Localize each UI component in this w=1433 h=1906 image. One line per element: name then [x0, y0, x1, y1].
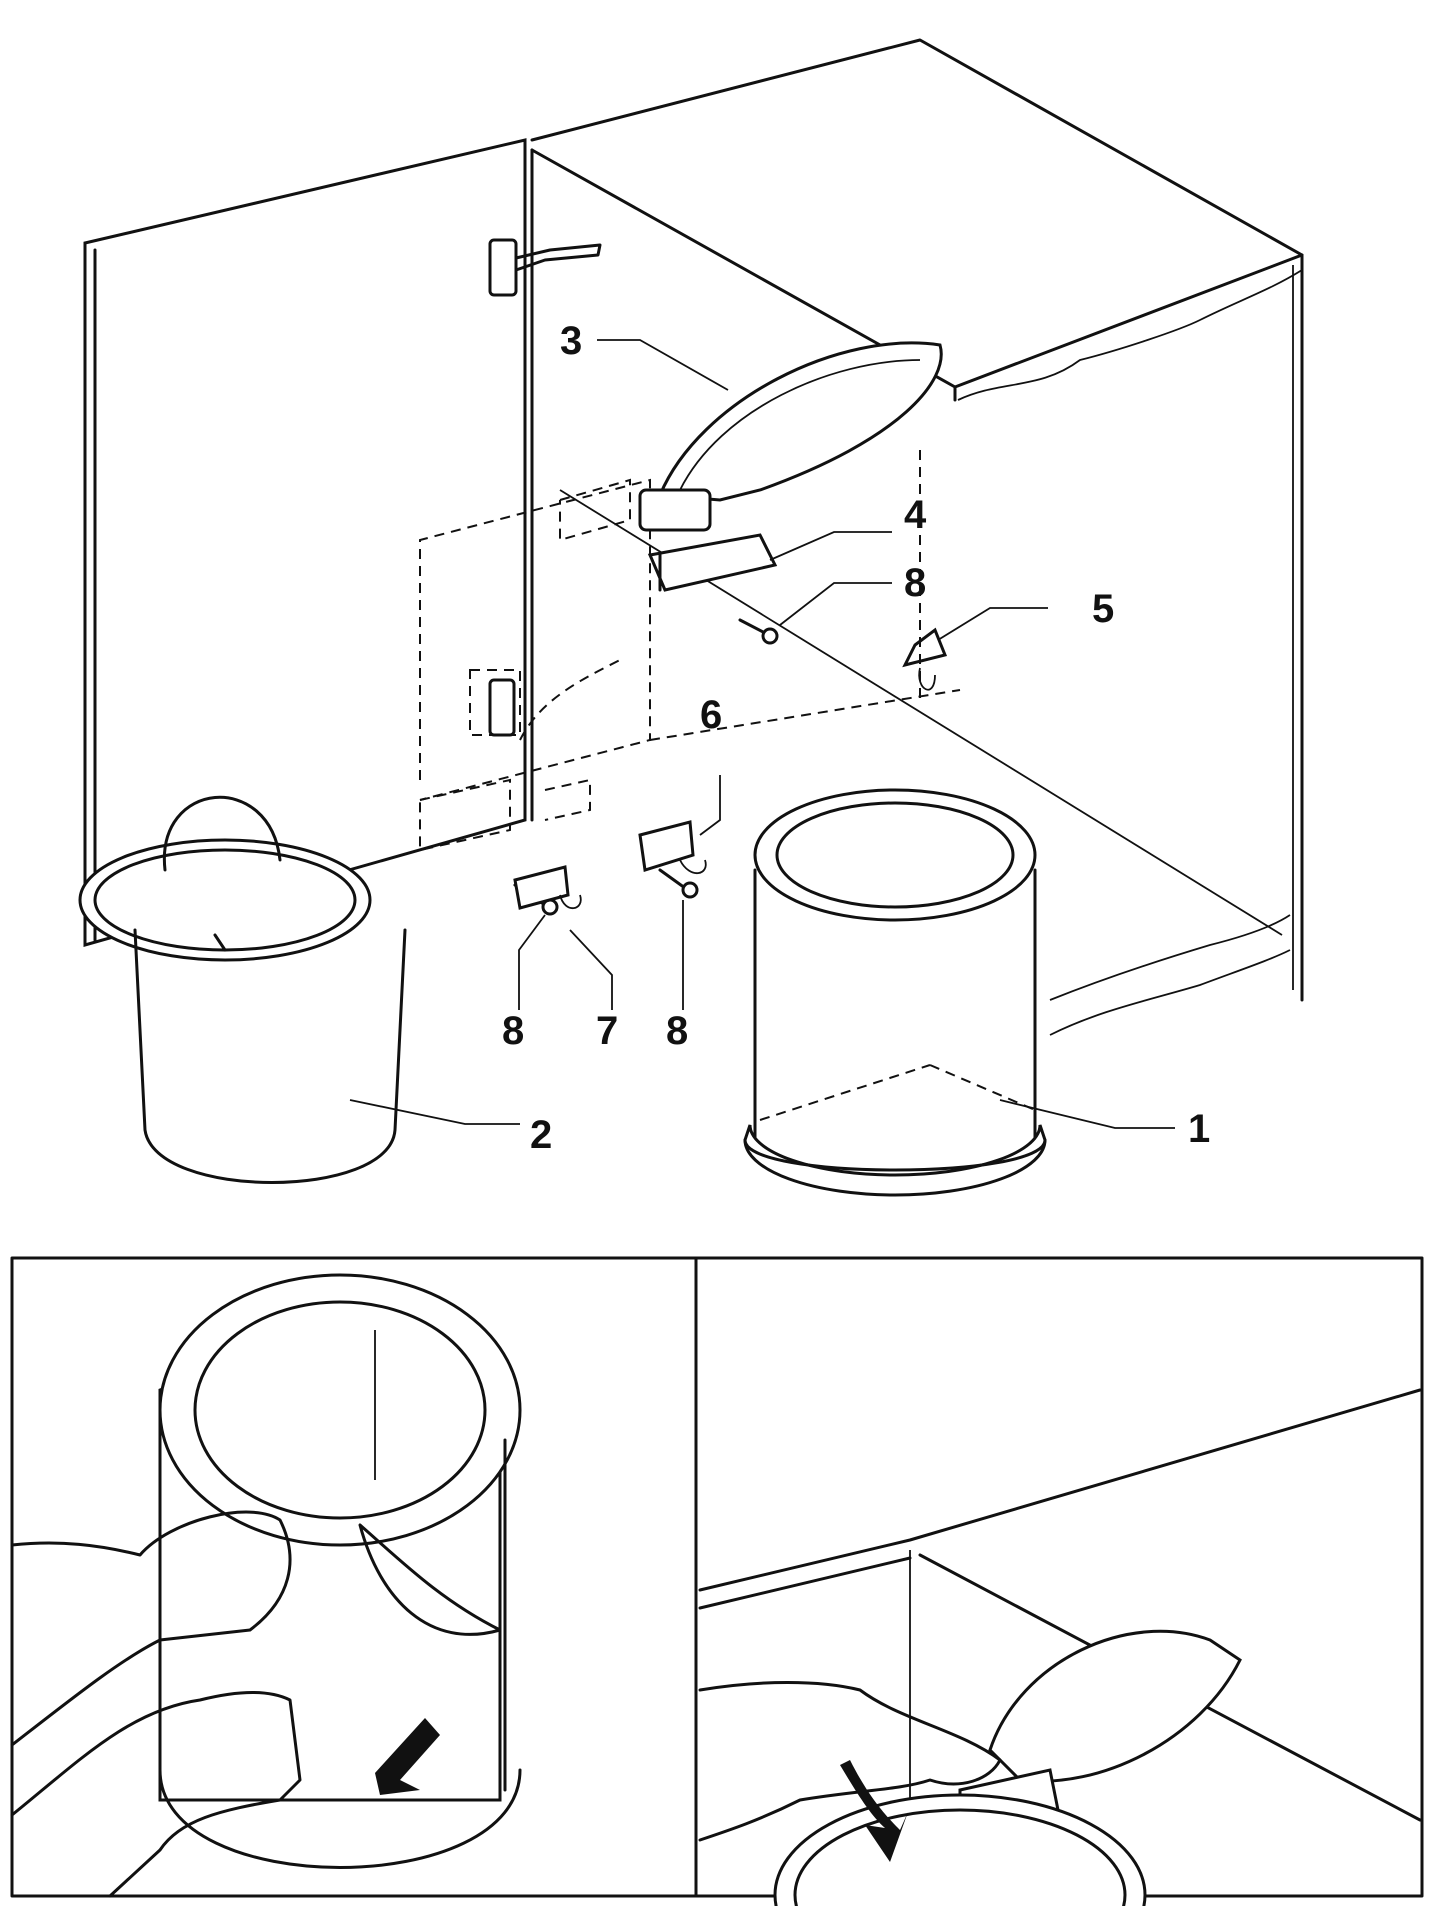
lower-door-hinge — [488, 678, 516, 737]
callout-2: 2 — [530, 1113, 552, 1157]
leader-lines — [349, 339, 1175, 1129]
lid-hinge-bracket — [647, 533, 778, 592]
callout-8b: 8 — [502, 1009, 524, 1053]
callout-8c: 8 — [666, 1009, 688, 1053]
callout-3: 3 — [560, 319, 582, 363]
bracket-right — [638, 820, 707, 875]
step-panel-remove-film — [10, 1256, 698, 1898]
bin-outer-container — [743, 788, 1047, 1197]
callout-8a: 8 — [904, 561, 926, 605]
bracket-left — [513, 865, 582, 910]
callout-1: 1 — [1188, 1107, 1210, 1151]
inner-bucket-with-handle — [78, 796, 407, 1184]
lid — [638, 341, 943, 532]
cabinet-body — [488, 38, 1304, 1036]
screw-top — [738, 618, 779, 645]
callout-7: 7 — [596, 1009, 618, 1053]
callout-4: 4 — [904, 493, 927, 537]
screw-right — [658, 868, 699, 899]
step-panel-attach-lid — [694, 1256, 1424, 1906]
cabinet-door — [83, 138, 527, 947]
callout-5: 5 — [1092, 587, 1114, 631]
callout-6: 6 — [700, 693, 722, 737]
